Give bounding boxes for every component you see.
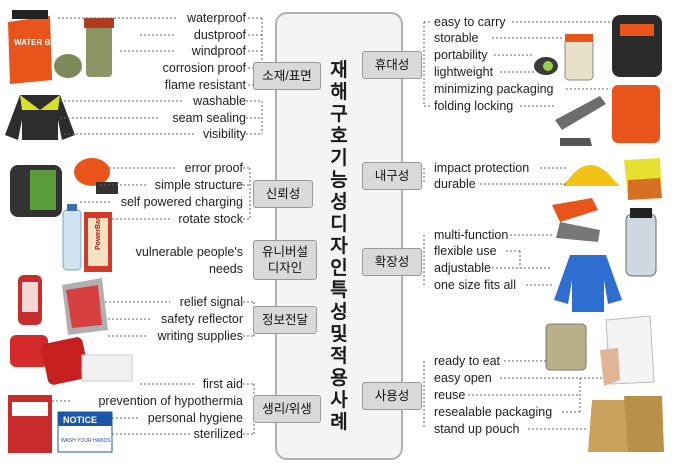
item-corrosion-proof: corrosion proof	[162, 61, 246, 75]
item-seam-sealing: seam sealing	[172, 111, 246, 125]
item-relief-signal: relief signal	[179, 295, 243, 309]
orange-kit-image	[612, 85, 660, 143]
item-stand-up-pouch: stand up pouch	[434, 422, 520, 436]
backpack-image	[612, 15, 662, 77]
item-needs: needs	[208, 262, 243, 276]
item-waterproof: waterproof	[186, 11, 246, 25]
reflector-blanket-image	[62, 278, 108, 335]
category-material-surface: 소재/표면	[253, 62, 321, 90]
stand-up-pouch-image	[588, 396, 664, 452]
category-portability: 휴대성	[362, 51, 422, 79]
item-portability: portability	[434, 48, 488, 62]
item-prevention-of-hypothermia: prevention of hypothermia	[98, 394, 243, 408]
item-sterilized: sterilized	[193, 427, 243, 441]
item-rotate-stock: rotate stock	[178, 212, 243, 226]
item-washable: washable	[193, 94, 246, 108]
whistle-image	[74, 158, 118, 194]
item-reuse: reuse	[434, 388, 466, 402]
dry-bag-image: WATER BAG	[8, 10, 62, 84]
item-lightweight: lightweight	[434, 65, 494, 79]
energy-bar-label: PowerBar	[95, 217, 102, 250]
item-impact-protection: impact protection	[434, 161, 530, 175]
crank-radio-image	[10, 165, 62, 217]
item-folding-locking: folding locking	[434, 99, 514, 113]
water-bottle-right-image	[625, 208, 657, 277]
item-flame-resistant: flame resistant	[164, 78, 246, 92]
item-flexible-use: flexible use	[434, 244, 497, 258]
item-easy-open: easy open	[434, 371, 492, 385]
notice-sub-label: WASH YOUR HANDS	[61, 438, 111, 444]
item-easy-to-carry: easy to carry	[434, 15, 506, 29]
item-dustproof: dustproof	[193, 28, 246, 42]
item-simple-structure: simple structure	[154, 178, 243, 192]
item-multi-function: multi-function	[434, 228, 509, 242]
work-gloves-image	[624, 158, 662, 200]
emergency-blanket-pack-image	[8, 395, 52, 453]
raincoat-image	[554, 255, 622, 312]
item-writing-supplies: writing supplies	[157, 329, 243, 343]
item-windproof: windproof	[191, 44, 246, 58]
dry-bag-label: WATER BAG	[14, 38, 62, 47]
notice-label: NOTICE	[63, 415, 97, 425]
resealable-bag-image	[600, 315, 655, 386]
item-personal-hygiene: personal hygiene	[147, 411, 243, 425]
canned-food-image	[545, 323, 587, 371]
item-safety-reflector: safety reflector	[161, 312, 243, 326]
category-durability: 내구성	[362, 162, 422, 190]
match-container-image	[54, 18, 114, 78]
first-aid-kit-image	[10, 335, 133, 385]
hard-hat-image	[562, 165, 620, 186]
item-visibility: visibility	[202, 127, 246, 141]
reflective-jacket-image	[5, 95, 75, 140]
item-one-size-fits-all: one size fits all	[434, 278, 516, 292]
category-reliability: 신뢰성	[253, 180, 313, 208]
category-information: 정보전달	[253, 306, 317, 334]
item-vulnerable-peoples: vulnerable people's	[135, 245, 243, 259]
item-minimizing-packaging: minimizing packaging	[434, 82, 554, 96]
multi-tool-image	[552, 198, 600, 242]
category-universal-design: 유니버설 디자인	[253, 240, 317, 280]
signal-lantern-image	[18, 275, 42, 325]
category-hygiene: 생리/위생	[253, 395, 321, 423]
left-connectors	[52, 17, 263, 435]
energy-bar-image: PowerBar	[84, 212, 112, 272]
right-connectors	[423, 21, 610, 430]
category-usability: 사용성	[362, 382, 422, 410]
category-expandability: 확장성	[362, 248, 422, 276]
diagram-title: 재해구호기능성 디자인특성 및 적용 사례	[330, 60, 348, 433]
item-first-aid: first aid	[202, 377, 243, 391]
item-error-proof: error proof	[184, 161, 243, 175]
item-durable: durable	[434, 177, 476, 191]
headlamp-image	[534, 57, 558, 75]
item-self-powered-charging: self powered charging	[120, 195, 243, 209]
item-resealable-packaging: resealable packaging	[434, 405, 553, 419]
item-ready-to-eat: ready to eat	[434, 354, 501, 368]
item-storable: storable	[434, 31, 479, 45]
folding-knife-image	[555, 96, 606, 146]
notice-sign-image: NOTICE WASH YOUR HANDS	[57, 411, 113, 453]
water-bottle-image	[62, 204, 82, 271]
item-adjustable: adjustable	[434, 261, 491, 275]
lantern-image	[564, 34, 594, 81]
